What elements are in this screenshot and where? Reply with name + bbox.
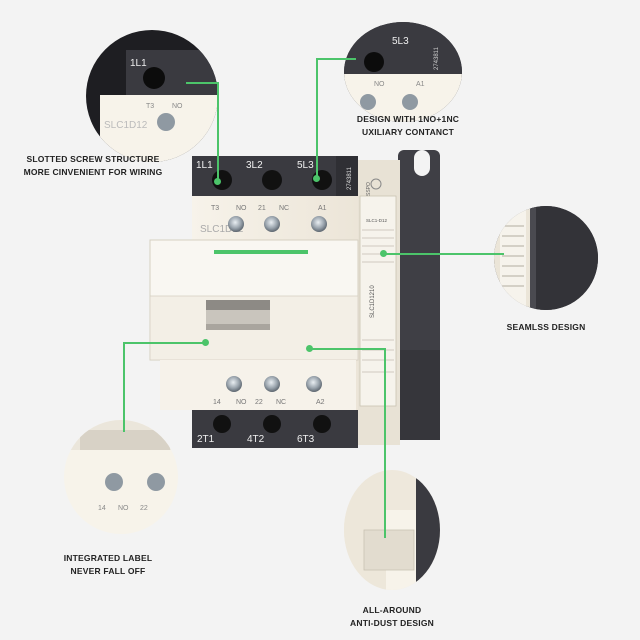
upper-label-no: NO (236, 205, 247, 212)
caption-label-line2: NEVER FALL OFF (70, 566, 146, 576)
zoom-label-22: 22 (140, 505, 148, 512)
zoom-top-right: 5L3 2743811 NO A1 (344, 22, 462, 122)
lower-terminals: 14 NO 22 NC A2 (213, 376, 325, 406)
zoom-terminal-5l3: 5L3 (392, 36, 409, 47)
terminal-6t3: 6T3 (297, 434, 315, 445)
callout-line-slotted-h (186, 82, 218, 84)
callout-line-slotted-v (217, 82, 219, 182)
terminal-2t1: 2T1 (197, 434, 215, 445)
callout-line-dust-v (384, 348, 386, 538)
callout-line-design-h (316, 58, 356, 60)
body-model: SLC1D12 (200, 224, 244, 235)
caption-design-line2: UXILIARY CONTANCT (361, 127, 455, 137)
callout-dot-design (313, 175, 320, 182)
terminal-3l2: 3L2 (246, 160, 263, 171)
caption-seamless: SEAMLSS DESIGN (484, 321, 608, 334)
zoom-label-14: 14 (98, 505, 106, 512)
caption-slotted-line2: MORE CINVENIENT FOR WIRING (23, 167, 163, 177)
callout-dot-label (202, 339, 209, 346)
top-side-code: 2743811 (347, 166, 353, 190)
lower-label-a2: A2 (316, 399, 325, 406)
zoom-label-no-bottom: NO (118, 505, 129, 512)
contactor-body: SLC1D12 (149, 196, 359, 410)
upper-label-t3: T3 (211, 205, 219, 212)
lower-label-22: 22 (255, 399, 263, 406)
caption-slotted: SLOTTED SCREW STRUCTURE MORE CINVENIENT … (20, 153, 166, 179)
zoom-bottom-left: 14 NO 22 (64, 420, 178, 534)
caption-label: INTEGRATED LABEL NEVER FALL OFF (54, 552, 162, 578)
zoom-top-right-art: 5L3 2743811 NO A1 (344, 22, 462, 122)
zoom-right-seamless (494, 206, 598, 310)
callout-dot-dust (306, 345, 313, 352)
callout-dot-slotted (214, 178, 221, 185)
side-panel: SSPO SLC1D1210 SLC1-D12 (356, 160, 400, 445)
zoom-terminal-1l1: 1L1 (130, 58, 147, 69)
callout-line-label-v (123, 342, 125, 432)
mounting-bracket (398, 150, 440, 440)
callout-line-design-v (316, 58, 318, 178)
lower-label-14: 14 (213, 399, 221, 406)
caption-design: DESIGN WITH 1NO+1NC UXILIARY CONTANCT (346, 113, 470, 139)
upper-label-nc: NC (279, 205, 289, 212)
zoom-code: 2743811 (434, 46, 440, 70)
zoom-bottom-dust (344, 470, 440, 590)
zoom-top-left: 1L1 T3 NO SLC1D12 (86, 30, 218, 162)
zoom-label-no: NO (172, 103, 183, 110)
caption-dust-line2: ANTI-DUST DESIGN (350, 618, 434, 628)
zoom-right-art (494, 206, 598, 310)
zoom-top-left-art: 1L1 T3 NO SLC1D12 (100, 50, 218, 162)
zoom-model: SLC1D12 (104, 120, 148, 131)
upper-terminals: T3 NO 21 NC A1 (211, 205, 327, 232)
terminal-1l1: 1L1 (196, 160, 213, 171)
terminal-4t2: 4T2 (247, 434, 265, 445)
callout-dot-seamless (380, 250, 387, 257)
side-vertical-model: SLC1D1210 (370, 285, 376, 318)
zoom-label-a1: A1 (416, 81, 425, 88)
callout-line-seamless (384, 253, 504, 255)
zoom-bottom-left-art: 14 NO 22 (64, 420, 178, 512)
terminal-5l3: 5L3 (297, 160, 314, 171)
side-brand: SSPO (366, 182, 372, 196)
caption-dust: ALL-AROUND ANTI-DUST DESIGN (344, 604, 440, 630)
zoom-dust-art (344, 470, 440, 590)
side-model: SLC1-D12 (366, 218, 388, 223)
zoom-label-no-right: NO (374, 81, 385, 88)
upper-label-a1: A1 (318, 205, 327, 212)
upper-label-21: 21 (258, 205, 266, 212)
caption-seamless-line1: SEAMLSS DESIGN (506, 322, 586, 332)
bottom-terminal-block: 2T1 4T2 6T3 (192, 410, 358, 448)
callout-line-label-h (124, 342, 206, 344)
caption-dust-line1: ALL-AROUND (362, 605, 422, 615)
caption-slotted-line1: SLOTTED SCREW STRUCTURE (26, 154, 160, 164)
lower-label-nc: NC (276, 399, 286, 406)
caption-design-line1: DESIGN WITH 1NO+1NC (356, 114, 460, 124)
callout-line-dust-h (310, 348, 386, 350)
lower-label-no: NO (236, 399, 247, 406)
caption-label-line1: INTEGRATED LABEL (63, 553, 153, 563)
zoom-label-t3: T3 (146, 103, 154, 110)
